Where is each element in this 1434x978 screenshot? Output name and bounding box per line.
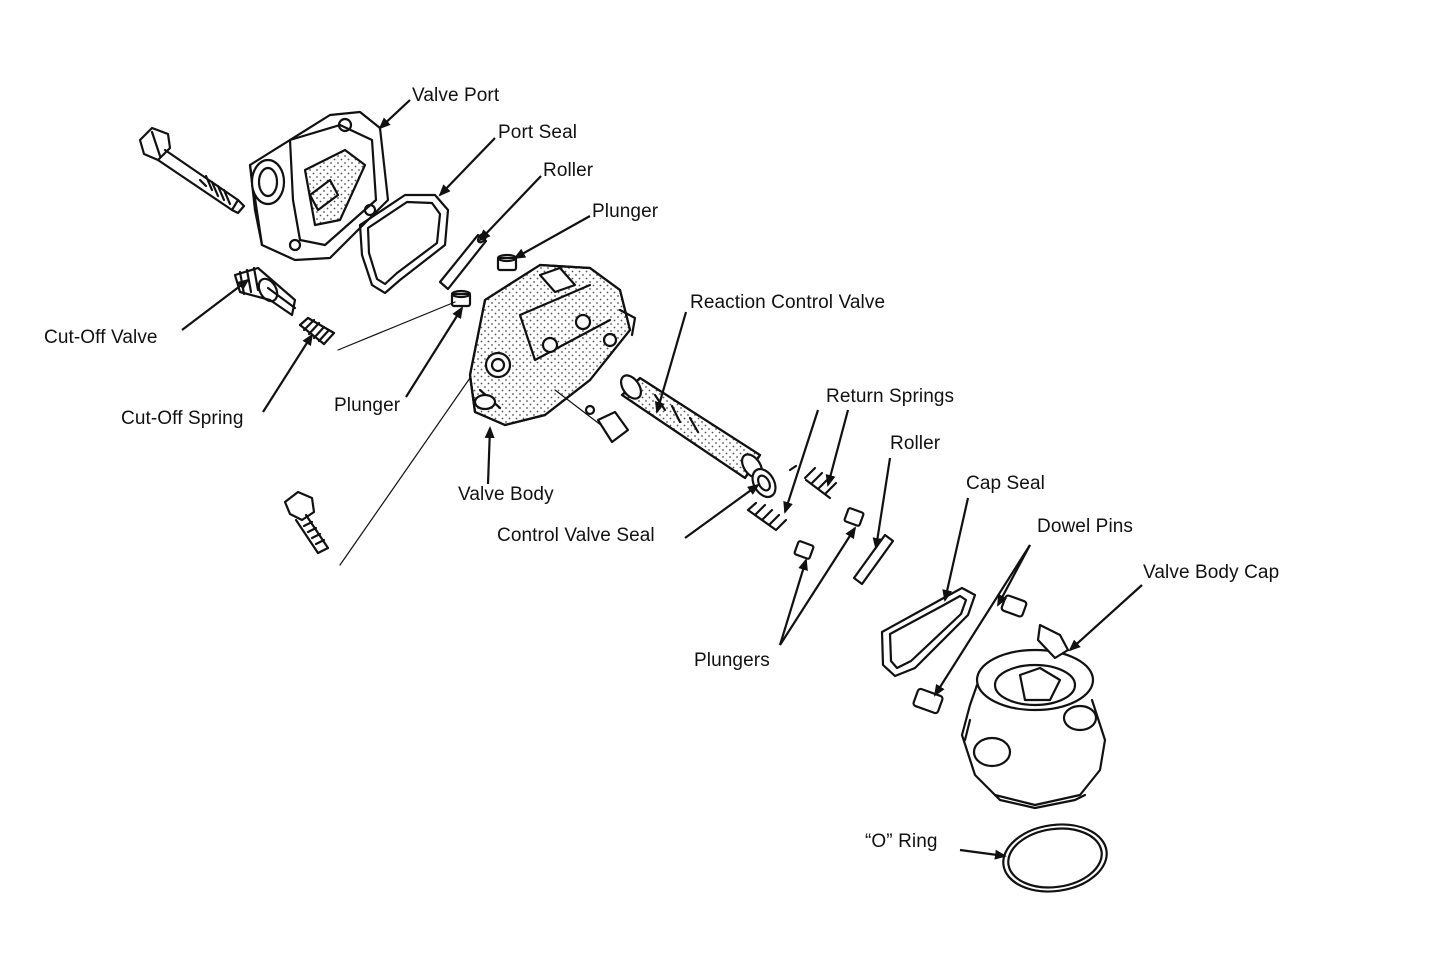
small-plug-part: [584, 404, 630, 444]
cut-off-spring-arrow: [262, 333, 314, 413]
valve-body-label: Valve Body: [458, 484, 554, 505]
return-springs-label: Return Springs: [826, 386, 955, 407]
plunger-top-part: [496, 253, 518, 272]
dowel-pins-arrow-2: [933, 544, 1031, 697]
port-seal-label: Port Seal: [498, 122, 578, 143]
valve-port-label: Valve Port: [412, 85, 500, 106]
valve-port-part: [248, 110, 390, 262]
o-ring-arrow: [959, 848, 1007, 860]
plunger-top-label: Plunger: [592, 201, 659, 222]
plungers-arrow-2: [779, 526, 857, 646]
cut-off-valve-arrow: [181, 278, 250, 331]
return-springs-part: [746, 464, 838, 532]
valve-body-cap-label: Valve Body Cap: [1143, 562, 1280, 583]
return-springs-arrow-2: [783, 409, 820, 514]
roller-top-part: [438, 232, 488, 291]
cut-off-spring-label: Cut-Off Spring: [121, 408, 244, 429]
o-ring-label: “O” Ring: [865, 831, 938, 852]
roller-top-label: Roller: [543, 160, 594, 181]
valve-port-arrow: [378, 99, 411, 130]
plungers-part: [793, 507, 865, 560]
plungers-label: Plungers: [694, 650, 770, 671]
control-valve-seal-arrow: [684, 483, 760, 539]
o-ring-part: [1002, 823, 1108, 893]
return-springs-arrow-1: [825, 409, 850, 487]
long-bolt: [138, 126, 246, 215]
plunger-mid-arrow: [405, 306, 464, 398]
plungers-arrow-1: [778, 558, 808, 646]
dowel-pins-label: Dowel Pins: [1037, 516, 1134, 537]
cap-seal-arrow: [942, 497, 970, 602]
cut-off-spring-part: [298, 316, 336, 346]
reaction-control-valve-label: Reaction Control Valve: [690, 292, 886, 313]
short-bolt: [283, 490, 330, 555]
cap-seal-part: [880, 586, 977, 678]
dowel-pins-part: [912, 594, 1028, 715]
port-seal-arrow: [438, 137, 496, 197]
roller-right-label: Roller: [890, 433, 941, 454]
valve-body-cap-part: [960, 623, 1107, 810]
reaction-control-valve-part: [619, 374, 764, 480]
control-valve-seal-label: Control Valve Seal: [497, 525, 655, 546]
reaction-control-valve-arrow: [654, 311, 688, 414]
cut-off-valve-label: Cut-Off Valve: [44, 327, 158, 348]
roller-right-arrow: [872, 457, 892, 550]
valve-body-arrow: [484, 426, 495, 485]
roller-right-part: [852, 533, 895, 586]
plunger-top-arrow: [513, 215, 591, 259]
valve-body-cap-arrow: [1068, 584, 1143, 652]
port-seal-part: [358, 193, 450, 295]
cut-off-valve-part: [233, 266, 297, 317]
roller-top-arrow: [478, 175, 542, 242]
plunger-mid-part: [450, 289, 472, 308]
cap-seal-label: Cap Seal: [966, 473, 1045, 494]
plunger-mid-label: Plunger: [334, 395, 401, 416]
valve-body-part: [468, 263, 637, 427]
